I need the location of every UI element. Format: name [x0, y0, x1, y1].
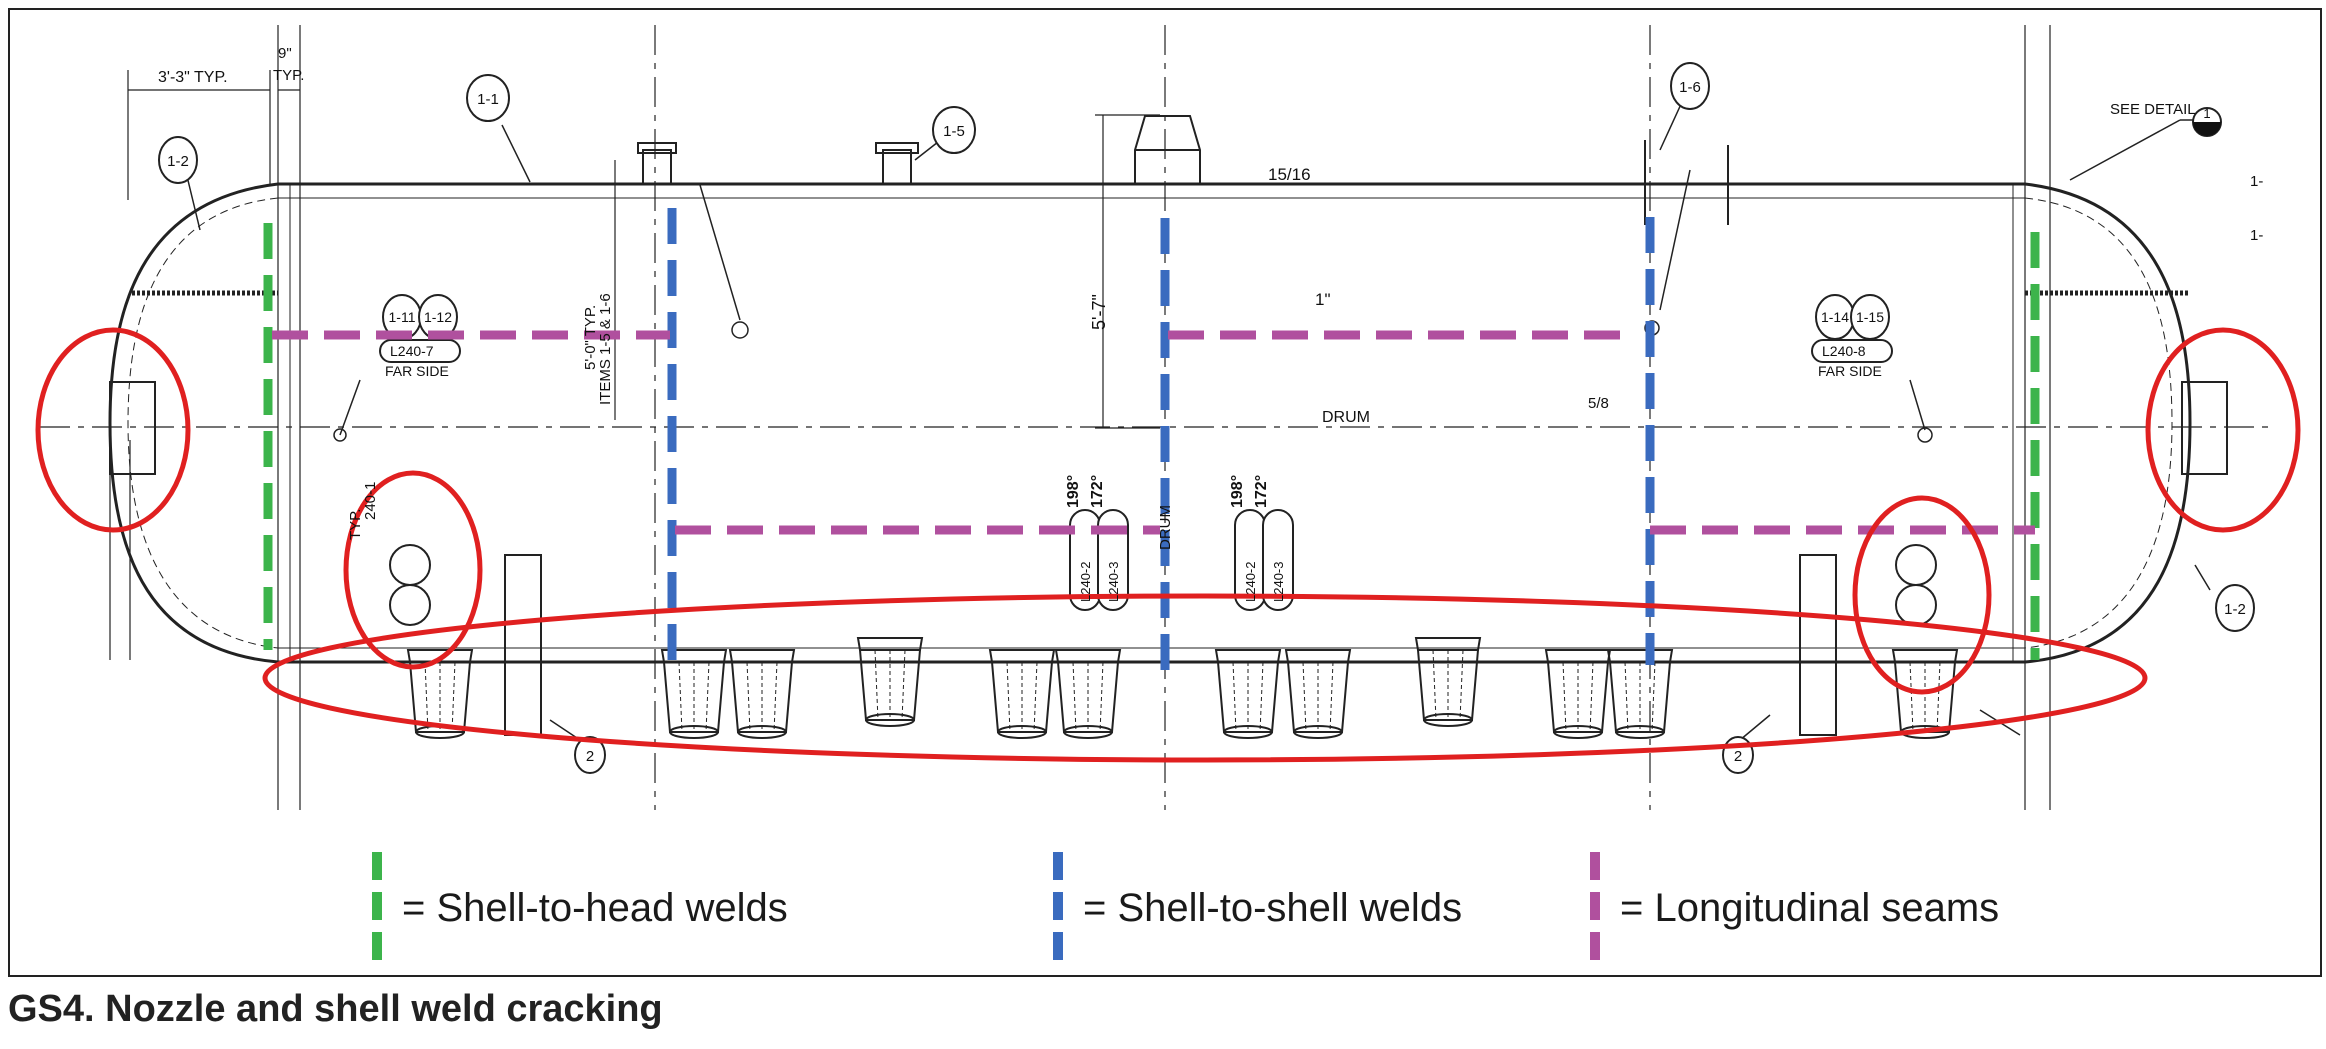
callout-1-1: 1-1	[477, 91, 499, 108]
callout-1-5: 1-5	[943, 123, 965, 140]
drum-mid-label: DRUM	[1157, 505, 1174, 550]
label-see-detail: SEE DETAIL	[2110, 101, 2196, 118]
callout-1-14: 1-14	[1821, 309, 1849, 325]
top-nozzles	[637, 115, 1729, 225]
callout-2-right: 2	[1734, 748, 1742, 765]
vessel-outline	[108, 182, 2192, 664]
dim-height: 5'-7"	[1089, 294, 1109, 330]
bottom-nozzles	[407, 637, 1958, 739]
label-far-side-a: FAR SIDE	[385, 363, 449, 379]
callout-1-15: 1-15	[1856, 309, 1884, 325]
angle-d: 172°	[1253, 475, 1270, 508]
label-l240-3: L240-3	[1106, 562, 1121, 602]
support-posts	[389, 544, 1937, 736]
dim-nozzle-items: ITEMS 1-5 & 1-6	[597, 293, 614, 405]
label-far-side-b: FAR SIDE	[1818, 363, 1882, 379]
label-l240-2b: L240-2	[1243, 562, 1258, 602]
left-nozzle-label: 240-1	[362, 482, 379, 520]
label-l240-7: L240-7	[390, 343, 434, 359]
angle-b: 172°	[1089, 475, 1106, 508]
legend-swatch-magenta	[1590, 852, 1600, 972]
callout-bubbles	[158, 62, 2255, 774]
shell-thickness: 1"	[1315, 290, 1331, 309]
callout-2-left: 2	[586, 748, 594, 765]
callout-1-6: 1-6	[1679, 79, 1701, 96]
legend-label: = Shell-to-shell welds	[1083, 886, 1463, 930]
callout-1-right-a: 1-	[2250, 173, 2263, 190]
legend-swatch-green	[372, 852, 382, 972]
legend-label: = Longitudinal seams	[1620, 886, 2000, 930]
weld-symbol: 15/16	[1268, 165, 1311, 184]
legend-label: = Shell-to-head welds	[402, 886, 788, 930]
callout-1-2-right: 1-2	[2224, 601, 2246, 618]
dim-nozzle-elevation: 5'-0" TYP.	[582, 305, 599, 370]
detail-marker	[2193, 122, 2221, 136]
dim-head-offset-typ: TYP.	[273, 67, 304, 84]
angle-c: 198°	[1229, 475, 1246, 508]
label-l240-8: L240-8	[1822, 343, 1866, 359]
callout-1-12: 1-12	[424, 309, 452, 325]
detail-number: 1	[2203, 106, 2210, 121]
dimension-lines	[127, 70, 2190, 429]
label-l240-3b: L240-3	[1271, 562, 1286, 602]
legend-swatch-blue	[1053, 852, 1063, 972]
angle-a: 198°	[1065, 475, 1082, 508]
callout-1-2-left: 1-2	[167, 153, 189, 170]
figure-frame: 3'-3" TYP. 9" TYP. 5'-7" 5'-0" TYP. ITEM…	[8, 8, 2322, 977]
figure-caption: GS4. Nozzle and shell weld cracking	[8, 988, 663, 1030]
left-typ-label: TYP.	[347, 509, 364, 540]
dim-overall-left: 3'-3" TYP.	[158, 69, 228, 86]
callout-1-right-b: 1-	[2250, 227, 2263, 244]
crack-highlights	[35, 327, 2301, 763]
frac-label: 5/8	[1588, 395, 1609, 412]
vessel-drawing: 3'-3" TYP. 9" TYP. 5'-7" 5'-0" TYP. ITEM…	[35, 25, 2301, 810]
label-l240-2: L240-2	[1078, 562, 1093, 602]
head-manways	[109, 381, 2228, 475]
callout-1-11: 1-11	[389, 309, 416, 325]
dim-head-offset: 9"	[278, 45, 292, 62]
center-lines	[40, 25, 2270, 810]
label-drum-center: DRUM	[1322, 409, 1370, 426]
weld-lines	[263, 208, 2040, 670]
